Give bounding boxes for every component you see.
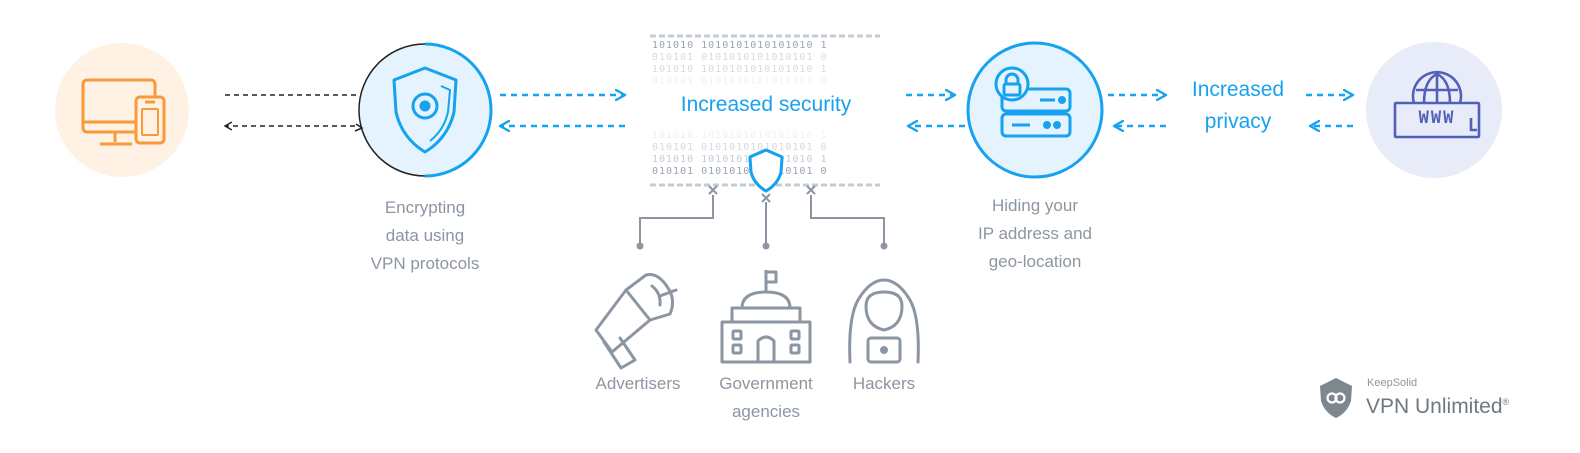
- blocked-threat-lines: [639, 195, 885, 245]
- megaphone-icon: [594, 273, 678, 370]
- shield-eye-icon: [392, 66, 458, 154]
- caption-line: Encrypting: [384, 198, 466, 217]
- brand-product: VPN Unlimited®: [1366, 389, 1509, 420]
- binary-stream-bottom: 101010 1010101010101010 1 010101 0101010…: [652, 130, 880, 177]
- caption-line: VPN protocols: [370, 254, 480, 273]
- caption-line: data using: [385, 226, 465, 245]
- encrypting-caption: Encrypting data using VPN protocols: [335, 194, 515, 278]
- binary-row: 101010 1010101010101010 1: [652, 154, 828, 165]
- hiding-caption: Hiding your IP address and geo-location: [945, 192, 1125, 276]
- binary-row: 010101 0101010101010101 0: [652, 52, 828, 63]
- caption-line: Government: [719, 374, 813, 393]
- government-building-icon: [720, 270, 812, 364]
- keepsolid-logo-icon: [1320, 378, 1352, 418]
- blocked-x-marks: [708, 185, 816, 203]
- binary-row: 010101 0101010101010101 0: [652, 142, 828, 153]
- government-agencies-label: Government agencies: [700, 370, 832, 426]
- hackers-label: Hackers: [852, 374, 916, 393]
- binary-row: 101010 1010101010101010 1: [652, 40, 828, 51]
- caption-line: geo-location: [988, 252, 1082, 271]
- advertisers-label: Advertisers: [595, 374, 681, 393]
- www-text: WWW: [1418, 108, 1456, 128]
- caption-line: Hiding your: [992, 196, 1078, 215]
- increased-security-label: Increased security: [680, 93, 852, 116]
- registered-mark: ®: [1502, 397, 1510, 407]
- ip-hiding-node: [966, 41, 1104, 179]
- hooded-hacker-icon: [848, 278, 920, 364]
- increased-privacy-label-line2: privacy: [1204, 110, 1272, 133]
- globe-www-icon: [1393, 70, 1481, 139]
- binary-stream-top: 101010 1010101010101010 1 010101 0101010…: [652, 40, 880, 87]
- caption-line: IP address and: [977, 224, 1093, 243]
- binary-row: 010101 0101010101010101 0: [652, 76, 828, 87]
- binary-row: 101010 1010101010101010 1: [652, 64, 828, 75]
- encryption-node: [354, 42, 493, 178]
- brand-company: KeepSolid: [1367, 377, 1418, 389]
- computer-and-phone-icon: [81, 78, 166, 146]
- binary-row: 101010 1010101010101010 1: [652, 130, 828, 141]
- brand-product-name: VPN Unlimited: [1366, 395, 1503, 418]
- increased-privacy-label-line1: Increased: [1191, 78, 1285, 101]
- device-node: [55, 43, 189, 177]
- internet-node: [1366, 42, 1502, 178]
- locked-server-icon: [994, 66, 1072, 138]
- caption-line: agencies: [731, 402, 801, 421]
- binary-row: 010101 0101010101010101 0: [652, 166, 828, 177]
- threat-endpoints: [636, 242, 888, 250]
- secure-tunnel: [650, 34, 880, 187]
